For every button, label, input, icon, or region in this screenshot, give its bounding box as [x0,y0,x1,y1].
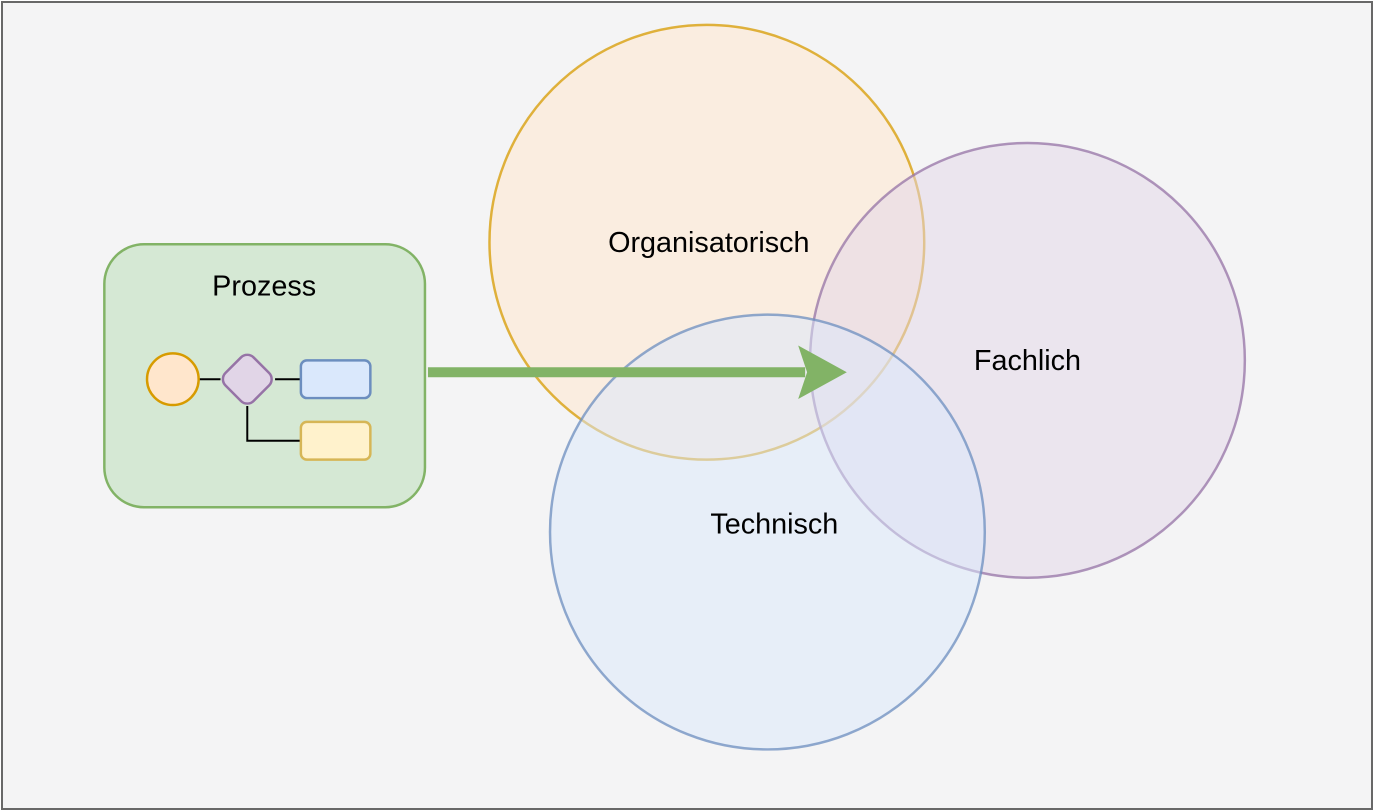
flow-arrow-head [798,345,847,400]
diagram-canvas: Prozess Organisatorisch Fachlich Technis… [103,23,1247,751]
process-box-label: Prozess [212,270,316,302]
venn-label-technisch: Technisch [710,509,838,541]
process-start-event-circle [145,352,200,407]
venn-label-organisatorisch: Organisatorisch [608,227,809,259]
venn-circle-technisch [548,313,987,751]
process-gateway-diamond [221,353,273,405]
process-task-rect-yellow [299,420,372,461]
process-connectors [198,378,301,442]
venn-label-fachlich: Fachlich [974,345,1081,377]
process-task-rect-blue [299,359,372,400]
